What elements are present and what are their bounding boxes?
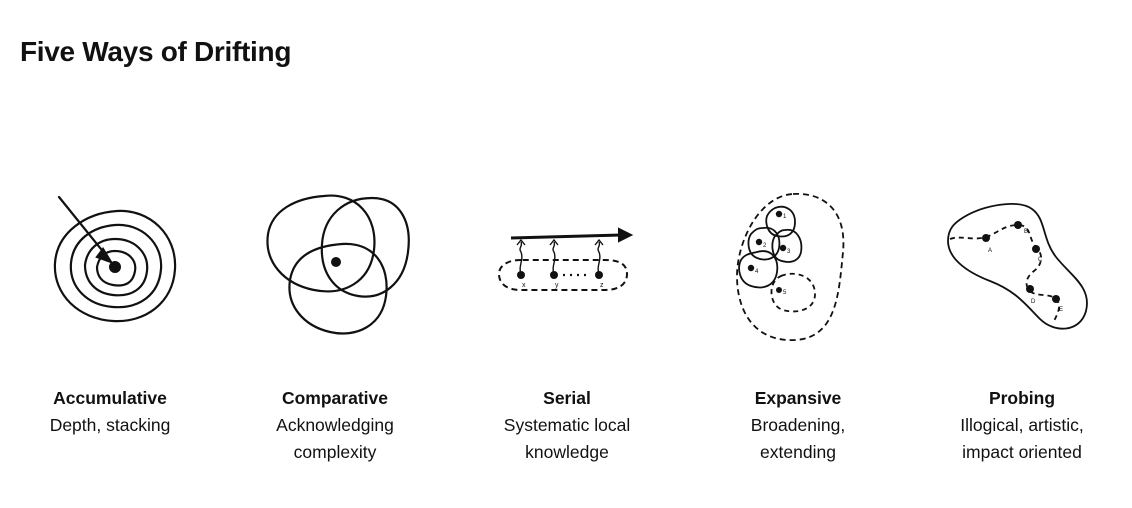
- mode-description: Depth, stacking: [49, 415, 171, 435]
- mode-description: Systematic local knowledge: [503, 415, 631, 462]
- node-label: C: [1038, 257, 1043, 263]
- page-title: Five Ways of Drifting: [20, 36, 292, 67]
- node-label: x: [522, 282, 526, 289]
- probing-path-icon: A B C D E: [947, 203, 1088, 330]
- node-label: A: [988, 248, 992, 254]
- mode-title: Expansive: [754, 388, 842, 408]
- node-label: D: [1031, 299, 1036, 305]
- mode-title: Serial: [543, 388, 591, 408]
- node-label: 1: [783, 214, 787, 220]
- node-label: 5: [783, 290, 787, 296]
- mode-description: Acknowledging complexity: [276, 415, 394, 462]
- node-label: z: [600, 282, 604, 289]
- node-label: 4: [755, 269, 759, 275]
- concentric-circles-icon: [53, 195, 177, 323]
- node-label: E: [1059, 307, 1063, 313]
- mode-description: Broadening, extending: [750, 415, 846, 462]
- mode-title: Accumulative: [53, 388, 167, 408]
- node-label: 3: [787, 249, 791, 255]
- mode-title: Probing: [988, 388, 1056, 408]
- node-label: B: [1024, 229, 1028, 235]
- mode-title: Comparative: [281, 388, 388, 408]
- nested-blobs-icon: 1 2 3 4 5: [736, 193, 845, 341]
- node-label: 2: [763, 243, 767, 249]
- overlapping-circles-icon: [266, 194, 410, 335]
- node-label: y: [555, 282, 559, 289]
- mode-description: Illogical, artistic, impact oriented: [960, 415, 1084, 462]
- serial-path-icon: x y z: [497, 227, 634, 291]
